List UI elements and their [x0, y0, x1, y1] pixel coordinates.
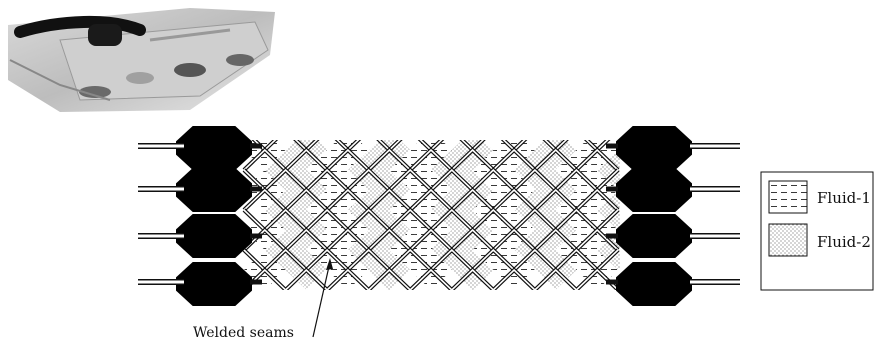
seal-block — [176, 214, 252, 258]
legend-label-fluid-2: Fluid-2 — [817, 233, 871, 251]
seal-block — [616, 214, 692, 258]
seal-block — [176, 262, 252, 306]
legend-label-fluid-1: Fluid-1 — [817, 189, 871, 207]
welded-seams-label: Welded seams — [193, 325, 294, 341]
legend-swatch-dots — [769, 224, 807, 256]
exchanger-photo — [8, 8, 275, 112]
legend: Fluid-1 Fluid-2 — [761, 172, 873, 290]
legend-swatch-dashes — [769, 181, 807, 213]
seal-block — [176, 168, 252, 212]
seal-block — [176, 126, 252, 170]
seal-block — [616, 168, 692, 212]
seal-block — [616, 126, 692, 170]
plate-core — [244, 130, 639, 290]
seal-block — [616, 262, 692, 306]
